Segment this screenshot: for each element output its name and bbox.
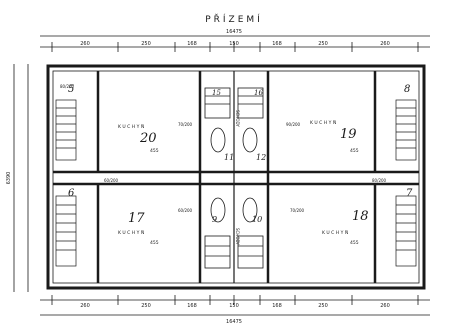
dim-bottom-6: 250 bbox=[318, 303, 328, 309]
dim-bottom-7: 260 bbox=[380, 303, 390, 309]
dim-top-2: 250 bbox=[141, 41, 151, 47]
room-area-20: 455 bbox=[150, 148, 159, 154]
stair-label-bottom: SCHODY bbox=[235, 228, 240, 245]
dim-top-6: 250 bbox=[318, 41, 328, 47]
door-mark-5: 80/200 bbox=[372, 178, 387, 183]
overall-dimension-top: 16475 bbox=[226, 29, 242, 35]
door-mark-6: 60/200 bbox=[178, 208, 193, 213]
dim-bottom-4: 150 bbox=[229, 303, 239, 309]
room-area-17: 455 bbox=[150, 240, 159, 246]
door-mark-4: 90/200 bbox=[286, 122, 301, 127]
dim-top-7: 260 bbox=[380, 41, 390, 47]
center-corridor bbox=[53, 170, 419, 186]
dim-bottom-2: 250 bbox=[141, 303, 151, 309]
door-mark-3: 70/200 bbox=[178, 122, 193, 127]
stair-right-bottom bbox=[395, 195, 417, 267]
room-number-16: 16 bbox=[254, 89, 263, 97]
top-dimension-chain: 16475 260 250 168 150 168 250 260 bbox=[40, 29, 430, 52]
room-label-19: KUCHYŇ bbox=[310, 119, 338, 126]
dim-bottom-3: 168 bbox=[187, 303, 197, 309]
stair-right-top bbox=[395, 99, 417, 161]
room-label-18: KUCHYŇ bbox=[322, 229, 350, 236]
door-mark-7: 70/200 bbox=[290, 208, 305, 213]
room-label-20: KUCHYŇ bbox=[118, 123, 146, 130]
left-dimension: 6390 bbox=[6, 64, 29, 292]
room-number-11: 11 bbox=[224, 153, 234, 162]
room-number-12: 12 bbox=[256, 153, 266, 162]
door-mark-2: 60/200 bbox=[104, 178, 119, 183]
dim-top-1: 260 bbox=[80, 41, 90, 47]
center-core-top bbox=[204, 87, 264, 153]
stair-label-top: SCHODY bbox=[235, 110, 240, 127]
stair-left-top bbox=[55, 99, 77, 161]
dim-bottom-1: 260 bbox=[80, 303, 90, 309]
room-number-18: 18 bbox=[352, 209, 369, 224]
room-number-15: 15 bbox=[212, 89, 221, 97]
dim-top-5: 168 bbox=[272, 41, 282, 47]
door-mark-1: 80/200 bbox=[60, 84, 75, 89]
center-core-bottom bbox=[204, 197, 264, 269]
room-area-19: 455 bbox=[350, 148, 359, 154]
dim-top-4: 150 bbox=[229, 41, 239, 47]
overall-dimension-bottom: 16475 bbox=[226, 319, 242, 325]
room-number-6: 6 bbox=[68, 188, 75, 199]
plan-title: PŘÍZEMÍ bbox=[205, 13, 263, 25]
room-number-19: 19 bbox=[340, 127, 357, 142]
stair-left-bottom bbox=[55, 195, 77, 267]
outer-walls bbox=[46, 64, 426, 290]
room-number-5: 5 bbox=[68, 84, 74, 95]
dim-bottom-5: 168 bbox=[272, 303, 282, 309]
room-number-8: 8 bbox=[404, 84, 410, 95]
room-number-17: 17 bbox=[128, 211, 145, 226]
bottom-dimension-chain: 260 250 168 150 168 250 260 16475 bbox=[40, 295, 430, 325]
room-number-20: 20 bbox=[139, 131, 157, 146]
partition-walls bbox=[96, 71, 377, 283]
dim-top-3: 168 bbox=[187, 41, 197, 47]
room-area-18: 455 bbox=[350, 240, 359, 246]
room-number-9: 9 bbox=[212, 215, 217, 224]
height-dimension: 6390 bbox=[6, 172, 12, 185]
room-label-17: KUCHYŇ bbox=[118, 229, 146, 236]
room-number-10: 10 bbox=[252, 215, 262, 224]
room-number-7: 7 bbox=[406, 188, 413, 199]
